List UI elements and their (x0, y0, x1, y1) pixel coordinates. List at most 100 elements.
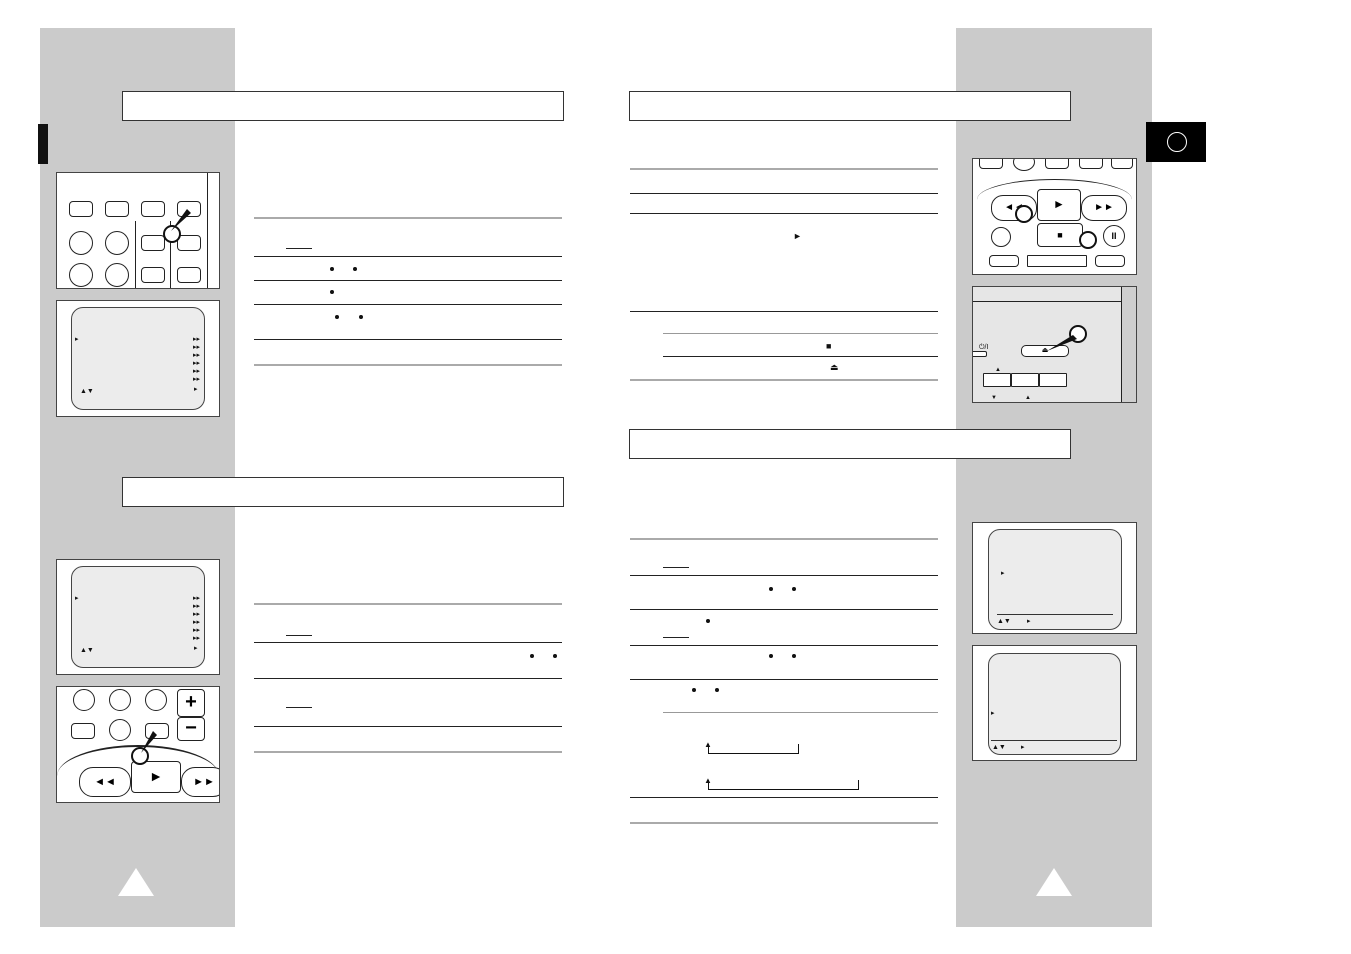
right-icon: ▸ (1021, 744, 1025, 751)
tv-screen: ▸ ▸▸ ▸▸ ▸▸ ▸▸ ▸▸ ▸▸ ▸ ▲▼ (71, 566, 205, 668)
step-table-rule (630, 822, 938, 824)
bullet (553, 654, 557, 658)
remote-button (69, 201, 93, 217)
tv-menu-figure-3: ▸ ▲▼ ▸ (972, 522, 1137, 634)
remote-button (177, 267, 201, 283)
down-mark: ▼ (991, 395, 997, 401)
rewind-label: ◄◄ (94, 776, 116, 788)
remote-round-button (73, 689, 95, 711)
chapter-marker (38, 124, 48, 164)
bullet (335, 315, 339, 319)
step-table-rule (630, 379, 938, 381)
step-table-rule (630, 538, 938, 540)
section-heading-bottom-left (122, 477, 564, 507)
step-table-rule (663, 712, 938, 713)
menu-arrow: ▸▸ (193, 376, 201, 383)
up-mark: ▲ (995, 367, 1001, 373)
step-table-rule (254, 751, 562, 753)
menu-arrow: ▸▸ (193, 635, 201, 642)
step-table-rule (630, 213, 938, 214)
updown-icon: ▲▼ (80, 388, 94, 395)
menu-cursor: ▸ (1001, 570, 1005, 577)
menu-arrow: ▸▸ (193, 611, 201, 618)
eject-symbol: ⏏ (830, 362, 839, 372)
power-button (973, 351, 987, 357)
ff-label: ►► (1094, 202, 1114, 213)
tv-screen: ▸ ▸▸ ▸▸ ▸▸ ▸▸ ▸▸ ▸▸ ▸ ▲▼ (71, 307, 205, 410)
play-button: ► (1037, 189, 1081, 221)
panel-button (1039, 373, 1067, 387)
vcr-button (1045, 159, 1069, 169)
updown-icon: ▲▼ (992, 744, 1006, 751)
eject-label: ⏏ (1041, 347, 1049, 354)
screen-divider (991, 740, 1117, 741)
play-symbol: ► (793, 231, 802, 241)
step-table-rule (254, 726, 562, 727)
remote-round-button (109, 689, 131, 711)
pointer-arrow (141, 731, 157, 753)
vcr-display (1027, 255, 1087, 267)
remote-button (177, 235, 201, 251)
step-table-rule (254, 603, 562, 605)
keypad-edge (207, 173, 208, 288)
keypad-divider (135, 221, 136, 288)
step-table-rule (254, 304, 562, 305)
menu-cursor: ▸ (991, 710, 995, 717)
remote-round-button (109, 719, 131, 741)
menu-arrow: ▸▸ (193, 360, 201, 367)
section-heading-top-left (122, 91, 564, 121)
vcr-button (979, 159, 1003, 169)
menu-arrow: ▸ (194, 645, 198, 652)
vcr-curve (977, 179, 1132, 220)
tv-menu-figure-1: ▸ ▸▸ ▸▸ ▸▸ ▸▸ ▸▸ ▸▸ ▸ ▲▼ (56, 300, 220, 417)
up-mark: ▲ (1025, 395, 1031, 401)
power-label: ⏻/I (979, 344, 989, 351)
underline (286, 707, 312, 708)
vcr-button (1079, 159, 1103, 169)
remote-button (141, 235, 165, 251)
screen-divider (997, 614, 1113, 615)
tv-menu-figure-2: ▸ ▸▸ ▸▸ ▸▸ ▸▸ ▸▸ ▸▸ ▸ ▲▼ (56, 559, 220, 675)
underline (663, 567, 689, 568)
step-table-rule (630, 575, 938, 576)
tv-screen: ▸ ▲▼ ▸ (988, 529, 1122, 630)
vcr-button (1095, 255, 1125, 267)
remote-keypad-figure (56, 172, 220, 289)
bullet (692, 688, 696, 692)
step-table-rule (663, 333, 938, 334)
pause-label: II (1111, 231, 1117, 241)
stop-button: ■ (1037, 223, 1083, 247)
bullet (330, 290, 334, 294)
language-tab-circle (1167, 132, 1187, 152)
step-table-rule (254, 364, 562, 366)
step-table-rule (630, 168, 938, 170)
loop-bracket-long (708, 780, 859, 790)
rewind-label: ◄◄ (1004, 202, 1024, 213)
loop-bracket-short (708, 744, 799, 754)
bullet (530, 654, 534, 658)
step-table-rule (630, 311, 938, 312)
finger-pointer (1079, 231, 1097, 249)
bullet (792, 587, 796, 591)
step-table-rule (254, 642, 562, 643)
bullet (769, 587, 773, 591)
bullet (359, 315, 363, 319)
remote-button (141, 201, 165, 217)
updown-icon: ▲▼ (997, 618, 1011, 625)
pointer-arrow (1047, 335, 1077, 351)
menu-arrow: ▸▸ (193, 368, 201, 375)
volume-minus-button: − (177, 717, 205, 741)
up-arrow: ▲ (704, 740, 712, 749)
remote-transport-figure: + − ◄◄ ► ►► (56, 686, 220, 803)
menu-arrow: ▸▸ (193, 619, 201, 626)
remote-button (177, 201, 201, 217)
finger-pointer (163, 225, 181, 243)
tv-menu-figure-4: ▸ ▲▼ ▸ (972, 645, 1137, 761)
panel-button (983, 373, 1011, 387)
step-table-rule (630, 797, 938, 798)
step-table-rule (254, 280, 562, 281)
volume-plus-button: + (177, 689, 205, 717)
eject-button: ⏏ (1021, 345, 1069, 357)
stop-symbol: ■ (826, 341, 832, 351)
bullet (769, 654, 773, 658)
